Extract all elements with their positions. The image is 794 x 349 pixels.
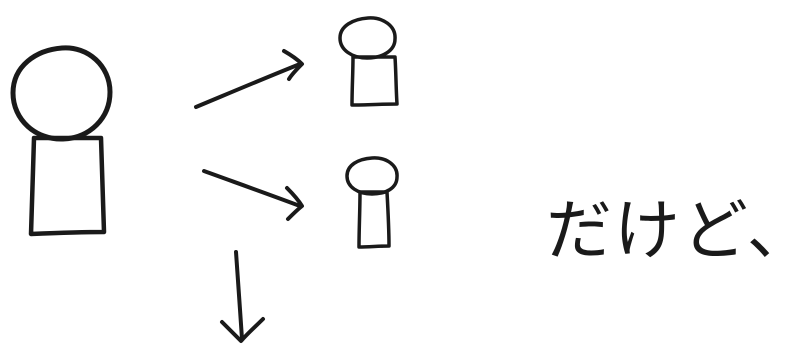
arrow-up-right-icon bbox=[194, 49, 304, 109]
person-large-icon bbox=[10, 45, 113, 237]
arrow-down-icon bbox=[220, 250, 265, 343]
person-small-bottom-icon bbox=[345, 156, 399, 249]
arrow-down-right-icon bbox=[202, 169, 304, 221]
person-small-top-icon bbox=[338, 16, 399, 107]
large-person-body bbox=[28, 135, 107, 237]
caption-text: だけど、 bbox=[546, 192, 794, 269]
small-bottom-body bbox=[357, 190, 391, 249]
large-person-head bbox=[10, 45, 113, 142]
small-top-head bbox=[338, 16, 397, 60]
small-bottom-head bbox=[345, 156, 399, 196]
small-top-body bbox=[350, 55, 399, 107]
